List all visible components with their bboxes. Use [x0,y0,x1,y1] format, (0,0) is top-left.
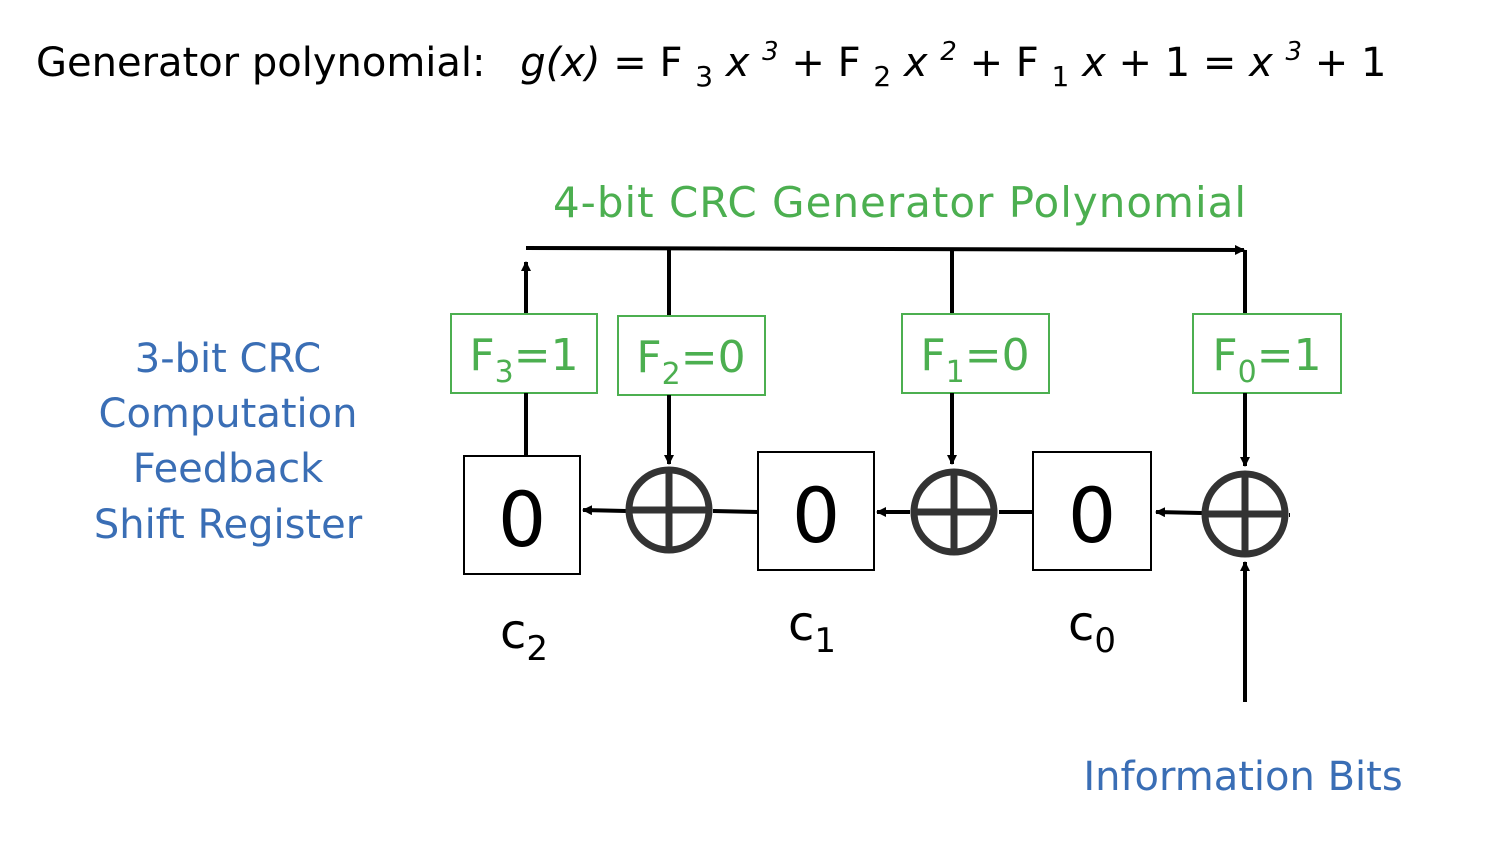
xor-icon [625,466,713,554]
register-c2-value: 0 [498,475,546,564]
input-label: Information Bits [1083,754,1402,800]
title-f3-sub: 3 [695,60,713,93]
title-plus-f1: + F [970,40,1039,86]
coef-box-f3 [450,313,598,394]
title-f2-sub: 2 [873,60,891,93]
title-x2: x [902,40,928,86]
polynomial-label: 4-bit CRC Generator Polynomial [553,178,1247,227]
title-plus-f2: + F [791,40,860,86]
title-x1-sup: 3 [762,37,779,67]
coef-f3: F3=1 [469,330,578,390]
title-f1-sub: 1 [1052,60,1070,93]
title-equation: Generator polynomial: g(x) = F 3 x 3 + F… [36,24,1386,96]
feedback-bus [525,244,1245,255]
title-x4: x [1247,40,1273,86]
title-x3: x [1080,40,1106,86]
title-prefix: Generator polynomial: [36,40,486,86]
register-c2 [463,455,581,575]
register-c2-label: c2 [500,604,548,669]
title-x2-sup: 2 [940,37,957,67]
register-c1 [757,451,875,571]
register-c1-label: c1 [788,596,836,661]
coef-box-f1 [901,313,1050,394]
coef-f2: F2=0 [636,332,745,392]
coef-box-f2 [617,315,766,396]
title-eq: = F [613,40,682,86]
register-label-line4: Shift Register [94,502,363,548]
register-label-line3: Feedback [133,446,324,492]
coef-box-f0 [1192,313,1342,394]
coef-f0: F0=1 [1212,330,1321,390]
title-x1: x [724,40,750,86]
line-c1-to-xor2 [712,509,759,514]
arrow-xor0-to-c0 [1155,507,1203,518]
title-tail: + 1 = [1118,40,1249,86]
coef-f1: F1=0 [920,330,1029,390]
register-c0-label: c0 [1068,596,1116,661]
title-g: g(x) [520,40,600,86]
register-label-line1: 3-bit CRC [135,336,321,382]
xor-icon [1201,470,1289,558]
arrow-xor2-to-c2 [582,505,627,516]
register-c0 [1032,451,1152,571]
title-x4-sup: 3 [1285,37,1302,67]
register-c0-value: 0 [1068,471,1116,560]
title-end: + 1 [1315,40,1387,86]
xor-icon [910,468,998,556]
register-c1-value: 0 [792,471,840,560]
register-label-line2: Computation [99,391,358,437]
